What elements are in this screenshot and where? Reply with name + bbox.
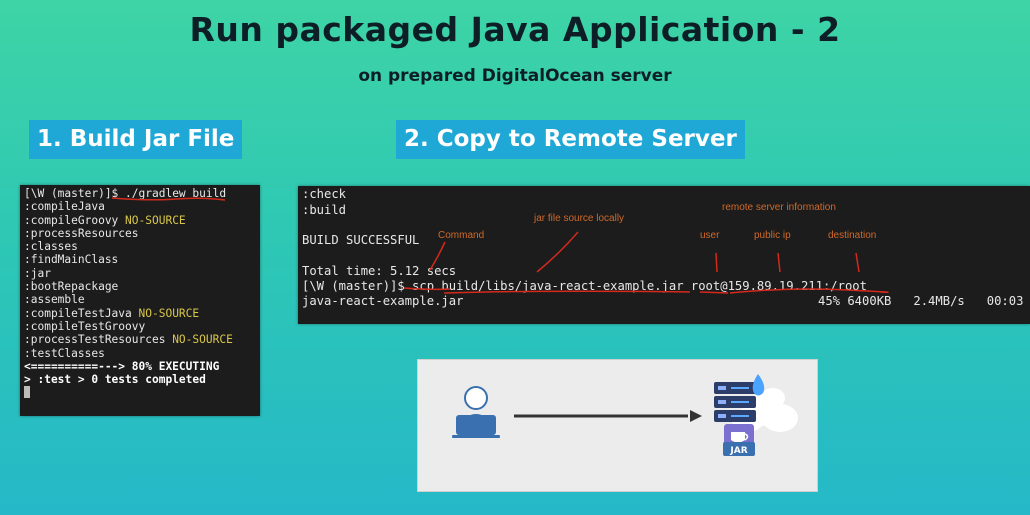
no-source-tag: NO-SOURCE — [138, 306, 200, 320]
deploy-illustration: JAR — [417, 359, 818, 492]
gradle-task-line: :processResources — [24, 227, 256, 240]
step-2-badge: 2. Copy to Remote Server — [396, 120, 745, 159]
gradle-task-line: :processTestResources NO-SOURCE — [24, 333, 256, 346]
user-laptop-icon — [452, 386, 500, 438]
gradle-task-line: :compileJava — [24, 200, 256, 213]
terminal-prompt: [\W (master)]$ — [24, 187, 126, 200]
gradle-task-text: :assemble — [24, 293, 85, 307]
annotation-destination: destination — [828, 230, 877, 241]
scp-terminal: :check :build BUILD SUCCESSFUL Total tim… — [298, 186, 1030, 324]
annotation-command: Command — [438, 230, 485, 241]
terminal-command: ./gradlew build — [125, 187, 227, 200]
transfer-stats: 45% 6400KB 2.4MB/s 00:03 — [818, 294, 1024, 308]
java-jar-icon: JAR — [723, 424, 755, 456]
server-stack-icon — [714, 382, 756, 422]
step-1-badge: 1. Build Jar File — [29, 120, 243, 159]
gradle-task-text: :compileGroovy — [24, 213, 126, 227]
gradle-task-line: :testClasses — [24, 347, 256, 360]
gradle-task-line: :compileGroovy NO-SOURCE — [24, 214, 256, 227]
gradle-task-text: :compileTestJava — [24, 306, 139, 320]
gradle-task-text: :testClasses — [24, 346, 105, 360]
progress-line: <==========---> 80% EXECUTING — [24, 359, 220, 373]
slide-title: Run packaged Java Application - 2 — [189, 10, 841, 49]
build-terminal: [\W (master)]$ ./gradlew build :compileJ… — [20, 185, 260, 416]
no-source-tag: NO-SOURCE — [172, 333, 233, 347]
gradle-task-line: :findMainClass — [24, 253, 256, 266]
gradle-task-text: :bootRepackage — [24, 280, 119, 294]
gradle-task-line: :jar — [24, 267, 256, 280]
gradle-task-text: :compileJava — [24, 200, 105, 214]
gradle-task-text: :classes — [24, 240, 78, 254]
gradle-task-text: :compileTestGroovy — [24, 319, 146, 333]
gradle-task-line: :compileTestGroovy — [24, 320, 256, 333]
annotation-remote-info: remote server information — [722, 202, 836, 213]
annotation-jar-source: jar file source locally — [534, 213, 625, 224]
test-status-line: > :test > 0 tests completed — [24, 373, 206, 387]
gradle-task-line: :bootRepackage — [24, 280, 256, 293]
annotation-public-ip: public ip — [754, 230, 791, 241]
total-time-line: Total time: 5.12 secs — [302, 264, 457, 278]
gradle-task-text: :jar — [24, 266, 51, 280]
build-line: :build — [302, 203, 347, 217]
gradle-task-line: :classes — [24, 240, 256, 253]
annotation-user: user — [700, 230, 720, 241]
gradle-task-text: :processResources — [24, 226, 139, 240]
deploy-diagram: JAR — [452, 374, 798, 456]
terminal-cursor — [24, 386, 256, 401]
gradle-task-text: :processTestResources — [24, 333, 173, 347]
build-result-line: BUILD SUCCESSFUL — [302, 233, 420, 247]
arrow-icon — [514, 410, 702, 422]
gradle-task-line: :assemble — [24, 293, 256, 306]
transfer-file: java-react-example.jar — [302, 294, 464, 308]
droplet-icon — [752, 374, 765, 396]
gradle-task-line: :compileTestJava NO-SOURCE — [24, 307, 256, 320]
gradle-task-text: :findMainClass — [24, 253, 119, 267]
jar-label: JAR — [729, 446, 747, 456]
check-line: :check — [302, 187, 347, 201]
no-source-tag: NO-SOURCE — [125, 213, 186, 227]
slide-subtitle: on prepared DigitalOcean server — [358, 66, 672, 86]
terminal-command-line: [\W (master)]$ ./gradlew build — [24, 187, 256, 200]
